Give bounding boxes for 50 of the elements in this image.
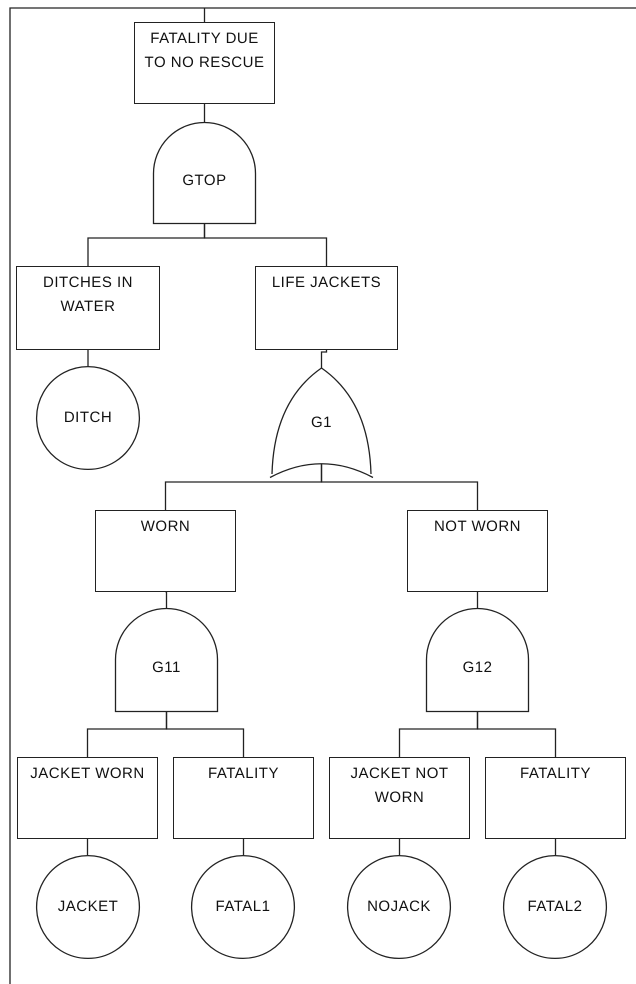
basic-event-label: DITCH xyxy=(62,408,114,428)
gate-label: G1 xyxy=(310,413,333,433)
event-box xyxy=(329,757,470,839)
basic-event-circle xyxy=(36,855,140,959)
connector-line xyxy=(398,839,400,855)
and-gate xyxy=(153,122,256,224)
connector-line xyxy=(87,350,89,366)
connector-line xyxy=(204,224,328,266)
event-label: JACKET WORN xyxy=(29,764,146,784)
event-label: JACKET NOT WORN xyxy=(349,764,450,808)
basic-event-circle xyxy=(503,855,607,959)
basic-event-label: FATAL1 xyxy=(214,897,272,917)
connector-line xyxy=(554,839,556,855)
connector-line xyxy=(320,350,328,368)
event-box xyxy=(173,757,314,839)
connector-line xyxy=(204,104,206,122)
event-label: FATALITY DUE TO NO RESCUE xyxy=(144,29,266,73)
connector-line xyxy=(164,591,168,608)
basic-event-label: JACKET xyxy=(56,897,120,917)
event-box xyxy=(485,757,626,839)
basic-event-circle xyxy=(347,855,451,959)
and-gate xyxy=(426,608,529,712)
connector-line xyxy=(242,839,244,855)
and-gate xyxy=(115,608,218,712)
basic-event-circle xyxy=(36,366,140,470)
basic-event-circle xyxy=(191,855,295,959)
basic-event-label: NOJACK xyxy=(366,897,432,917)
event-label: FATALITY xyxy=(519,764,592,784)
event-box xyxy=(95,510,236,592)
gate-label: G12 xyxy=(462,658,494,678)
connector-line xyxy=(476,592,478,608)
connector-line xyxy=(86,839,88,855)
event-box xyxy=(134,22,275,104)
event-box xyxy=(255,266,398,350)
event-box xyxy=(17,757,158,839)
connector-line xyxy=(166,712,244,757)
event-label: FATALITY xyxy=(207,764,280,784)
connector-line xyxy=(476,712,556,757)
basic-event-label: FATAL2 xyxy=(526,897,584,917)
gate-label: G11 xyxy=(151,658,182,678)
gate-label: GTOP xyxy=(181,171,228,192)
event-label: DITCHES IN WATER xyxy=(42,273,134,317)
or-gate xyxy=(270,368,373,478)
event-label: NOT WORN xyxy=(432,517,522,537)
event-label: LIFE JACKETS xyxy=(270,273,382,293)
connector-line xyxy=(204,8,206,22)
event-label: WORN xyxy=(140,517,192,537)
event-box xyxy=(407,510,548,592)
connector-line xyxy=(320,464,478,510)
event-box xyxy=(16,266,160,350)
